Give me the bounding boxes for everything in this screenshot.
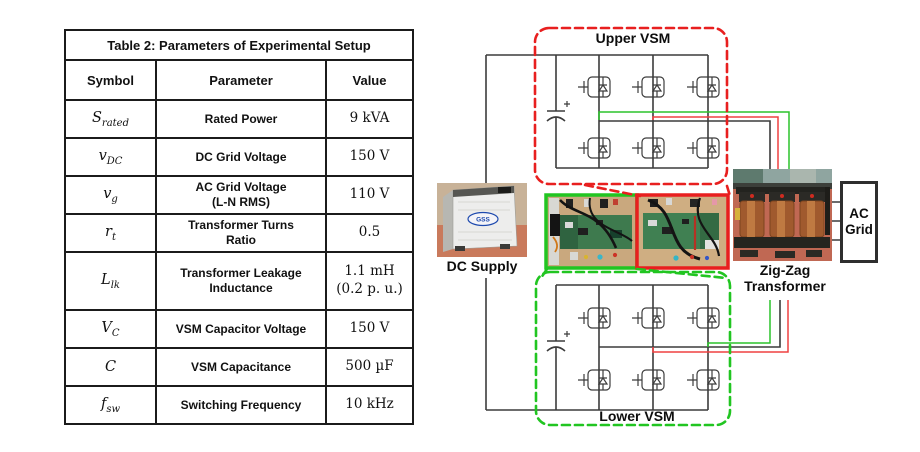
symbol-cell: Srated xyxy=(64,99,157,139)
value-cell: 0.5 xyxy=(324,213,415,253)
dc-supply-label: DC Supply xyxy=(446,258,518,274)
parameter-cell: VSM Capacitor Voltage xyxy=(155,309,327,349)
symbol-cell: vDC xyxy=(64,137,157,177)
value-cell: 150 V xyxy=(324,309,415,349)
symbol-cell: fsw xyxy=(64,385,157,425)
value-cell: 10 kHz xyxy=(324,385,415,425)
upper-vsm-callout-dashes xyxy=(583,183,732,198)
parameter-cell: DC Grid Voltage xyxy=(155,137,327,177)
column-header-symbol: Symbol xyxy=(64,59,157,101)
transformer-label-line1: Zig-Zag xyxy=(759,262,811,278)
upper-vsm-phase-wires xyxy=(598,111,790,169)
lower-vsm-dashed-box xyxy=(534,270,732,427)
ac-grid-label-line2: Grid xyxy=(845,222,873,237)
capacitor-polarity-mark xyxy=(564,101,570,107)
table-title: Table 2: Parameters of Experimental Setu… xyxy=(63,29,415,61)
dc-bus-wires xyxy=(485,54,708,411)
parameter-cell: Switching Frequency xyxy=(155,385,327,425)
lower-vsm-pcb-photo xyxy=(544,193,639,270)
zigzag-transformer-photo xyxy=(733,169,832,261)
transformer-label: Zig-Zag Transformer xyxy=(725,262,845,294)
upper-vsm-dashed-box xyxy=(533,26,729,186)
value-cell: 150 V xyxy=(324,137,415,177)
lower-vsm-circuit xyxy=(546,284,781,410)
parameter-cell: AC Grid Voltage(L-N RMS) xyxy=(155,175,327,215)
ac-grid-box: AC Grid xyxy=(840,181,878,263)
value-cell: 500 µF xyxy=(324,347,415,387)
symbol-cell: rt xyxy=(64,213,157,253)
value-cell: 110 V xyxy=(324,175,415,215)
symbol-cell: C xyxy=(64,347,157,387)
lower-vsm-phase-wires xyxy=(652,300,789,353)
lower-vsm-label: Lower VSM xyxy=(599,408,675,424)
column-header-parameter: Parameter xyxy=(155,59,327,101)
parameter-cell: Rated Power xyxy=(155,99,327,139)
upper-vsm-pcb-photo xyxy=(635,193,730,270)
transformer-label-line2: Transformer xyxy=(744,277,826,294)
ac-grid-wires xyxy=(832,201,840,241)
parameters-table: Table 2: Parameters of Experimental Setu… xyxy=(63,29,415,425)
capacitor-polarity-mark xyxy=(564,331,570,337)
value-cell: 9 kVA xyxy=(324,99,415,139)
ac-grid-label-line1: AC xyxy=(849,206,869,222)
dc-supply-logo: GSS xyxy=(476,217,490,224)
lower-vsm-callout-dashes xyxy=(539,267,728,280)
dc-supply-photo: GSS xyxy=(437,183,527,257)
symbol-cell: vg xyxy=(64,175,157,215)
parameter-cell: VSM Capacitance xyxy=(155,347,327,387)
upper-vsm-label: Upper VSM xyxy=(595,30,671,46)
column-header-value: Value xyxy=(324,59,415,101)
symbol-cell: VC xyxy=(64,309,157,349)
symbol-cell: Llk xyxy=(64,251,157,311)
value-cell: 1.1 mH(0.2 p. u.) xyxy=(324,251,415,311)
